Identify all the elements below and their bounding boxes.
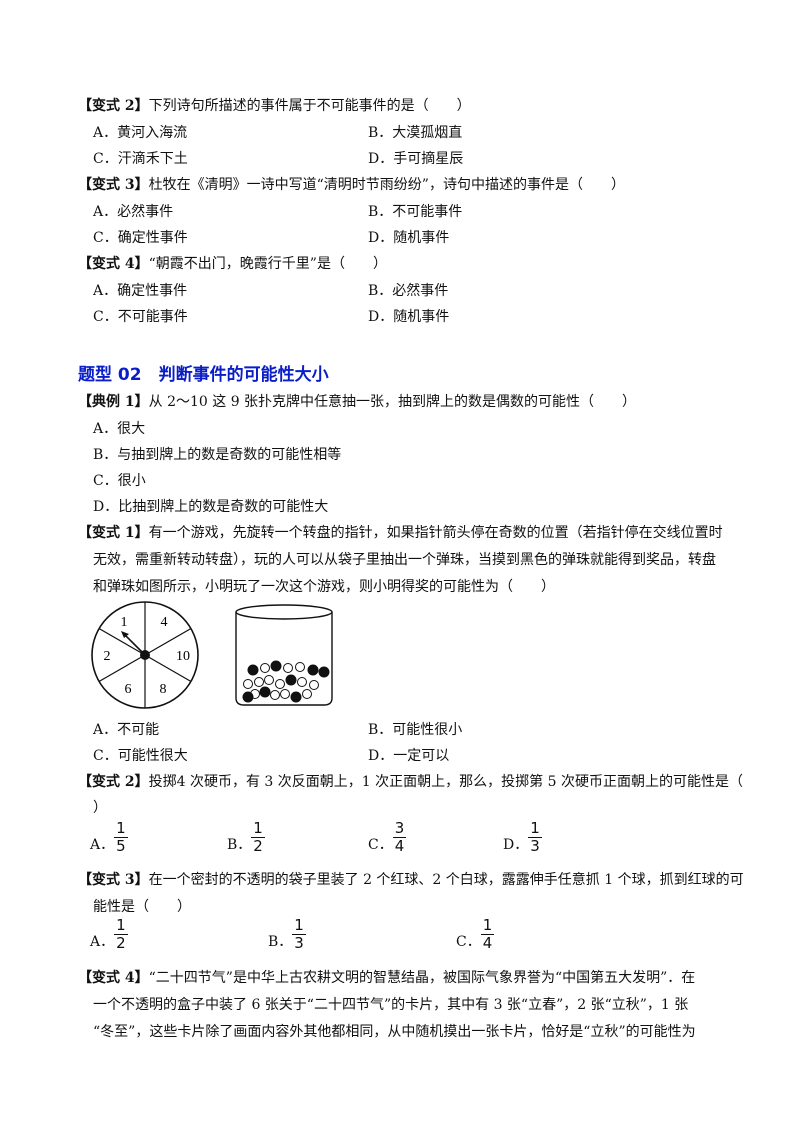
question-text-line-1: 在一个密封的不透明的袋子里装了 2 个红球、2 个白球，露露伸手任意抓 1 个球… (148, 872, 744, 888)
option-a[interactable]: A．必然事件 (93, 204, 174, 220)
option-a[interactable]: A．确定性事件 (93, 283, 188, 299)
question-variant-3: 【变式 3】杜牧在《清明》一诗中写道“清明时节雨纷纷”，诗句中描述的事件是（ ） (78, 175, 625, 195)
option-letter: B． (227, 837, 252, 853)
option-c[interactable]: C．可能性很大 (93, 748, 188, 764)
question-text: 杜牧在《清明》一诗中写道“清明时节雨纷纷”，诗句中描述的事件是（ ） (148, 177, 625, 193)
numerator: 1 (480, 916, 495, 935)
question-tag: 【变式 2】 (78, 98, 149, 114)
question-tag: 【变式 4】 (78, 256, 149, 272)
spinner-number: 8 (160, 682, 167, 697)
spinner-number: 4 (161, 615, 168, 630)
spinner: 1 4 10 8 6 2 (91, 601, 199, 709)
question-variant-2b: 【变式 2】投掷4 次硬币，有 3 次反面朝上，1 次正面朝上，那么，投掷第 5… (78, 772, 743, 792)
option-b[interactable]: B．不可能事件 (368, 204, 463, 220)
denominator: 3 (530, 837, 540, 855)
question-text-line-3: “冬至”，这些卡片除了画面内容外其他都相同，从中随机摸出一张卡片，恰好是“立秋”… (93, 1024, 696, 1040)
option-c[interactable]: C．汗滴禾下土 (93, 151, 188, 167)
question-tag: 【变式 4】 (78, 970, 149, 986)
question-text-line-2: 无效，需重新转动转盘），玩的人可以从袋子里抽出一个弹珠，当摸到黑色的弹珠就能得到… (93, 552, 716, 568)
question-text: 从 2～10 这 9 张扑克牌中任意抽一张，抽到牌上的数是偶数的可能性（ ） (148, 394, 637, 410)
option-d[interactable]: D．随机事件 (368, 309, 450, 325)
question-text-line-3: 和弹珠如图所示，小明玩了一次这个游戏，则小明得奖的可能性为（ ） (93, 579, 555, 595)
question-example-1: 【典例 1】从 2～10 这 9 张扑克牌中任意抽一张，抽到牌上的数是偶数的可能… (78, 392, 636, 412)
numerator: 3 (392, 819, 407, 838)
option-a[interactable]: A．不可能 (93, 722, 160, 738)
option-c[interactable]: C．不可能事件 (93, 309, 188, 325)
numerator: 1 (114, 819, 128, 838)
option-d[interactable]: D．比抽到牌上的数是奇数的可能性大 (93, 499, 329, 515)
numerator: 1 (528, 819, 542, 838)
option-letter: A． (90, 934, 115, 950)
numerator: 1 (292, 916, 306, 935)
spinner-number: 1 (121, 615, 128, 630)
question-text: 下列诗句所描述的事件属于不可能事件的是（ ） (148, 98, 471, 114)
spinner-and-bag-figure: 1 4 10 8 6 2 (91, 601, 333, 709)
question-text-line-2: 一个不透明的盒子中装了 6 张关于“二十四节气”的卡片，其中有 3 张“立春”，… (93, 997, 689, 1013)
question-tag: 【变式 3】 (78, 177, 149, 193)
question-text-line-2: 能性是（ ） (93, 899, 191, 915)
question-tag: 【变式 3】 (78, 872, 149, 888)
numerator: 1 (251, 819, 265, 838)
section-heading: 题型 02 判断事件的可能性大小 (78, 365, 329, 385)
denominator: 4 (482, 934, 493, 952)
option-d[interactable]: D．随机事件 (368, 230, 450, 246)
denominator: 2 (116, 934, 126, 952)
question-tag: 【典例 1】 (78, 394, 149, 410)
denominator: 3 (294, 934, 304, 952)
option-letter: C． (456, 934, 481, 950)
denominator: 5 (116, 837, 126, 855)
option-letter: C． (368, 837, 393, 853)
option-b[interactable]: B．大漠孤烟直 (368, 125, 463, 141)
option-letter: B． (268, 934, 293, 950)
option-letter: A． (90, 837, 115, 853)
question-text-line-2: ） (93, 800, 107, 816)
option-d[interactable]: D．手可摘星辰 (368, 151, 464, 167)
option-d[interactable]: D．一定可以 (368, 748, 450, 764)
question-variant-3b: 【变式 3】在一个密封的不透明的袋子里装了 2 个红球、2 个白球，露露伸手任意… (78, 870, 744, 890)
question-text-line-1: 有一个游戏，先旋转一个转盘的指针，如果指针箭头停在奇数的位置（若指针停在交线位置… (148, 525, 723, 541)
denominator: 2 (253, 837, 263, 855)
numerator: 1 (114, 916, 128, 935)
question-variant-4b: 【变式 4】“二十四节气”是中华上古农耕文明的智慧结晶，被国际气象界誉为“中国第… (78, 968, 695, 988)
option-a[interactable]: A．黄河入海流 (93, 125, 188, 141)
denominator: 4 (394, 837, 405, 855)
option-b[interactable]: B．可能性很小 (368, 722, 463, 738)
question-tag: 【变式 1】 (78, 525, 149, 541)
option-b[interactable]: B．必然事件 (368, 283, 449, 299)
question-variant-1: 【变式 1】有一个游戏，先旋转一个转盘的指针，如果指针箭头停在奇数的位置（若指针… (78, 523, 723, 543)
option-a[interactable]: A．很大 (93, 421, 146, 437)
option-letter: D． (503, 837, 529, 853)
option-c[interactable]: C．很小 (93, 473, 146, 489)
spinner-number: 2 (104, 649, 111, 664)
question-variant-2: 【变式 2】下列诗句所描述的事件属于不可能事件的是（ ） (78, 96, 471, 116)
option-b[interactable]: B．与抽到牌上的数是奇数的可能性相等 (93, 447, 342, 463)
question-text: “朝霞不出门，晚霞行千里”是（ ） (148, 256, 387, 272)
spinner-number: 10 (176, 649, 190, 664)
question-tag: 【变式 2】 (78, 774, 149, 790)
spinner-number: 6 (125, 682, 132, 697)
option-c[interactable]: C．确定性事件 (93, 230, 188, 246)
question-text-line-1: “二十四节气”是中华上古农耕文明的智慧结晶，被国际气象界誉为“中国第五大发明”．… (148, 970, 696, 986)
question-text-line-1: 投掷4 次硬币，有 3 次反面朝上，1 次正面朝上，那么，投掷第 5 次硬币正面… (148, 774, 743, 790)
marble-bag (235, 604, 333, 706)
question-variant-4: 【变式 4】“朝霞不出门，晚霞行千里”是（ ） (78, 254, 387, 274)
